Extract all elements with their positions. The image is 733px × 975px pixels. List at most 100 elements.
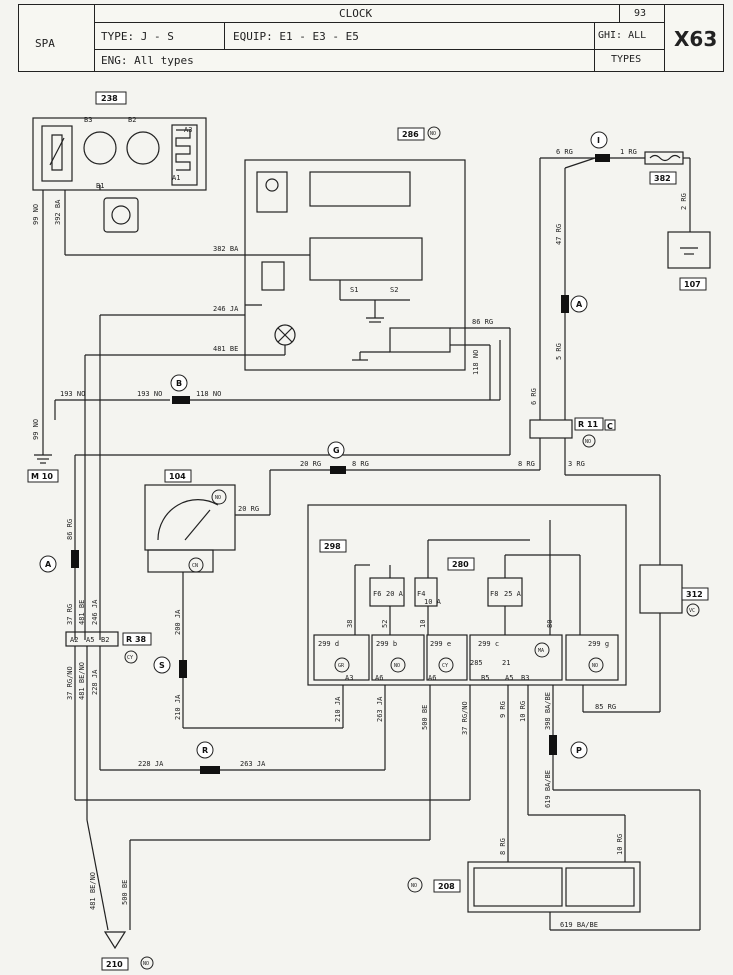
node-10: 10 xyxy=(419,620,427,628)
header-page: 93 xyxy=(634,8,647,19)
fuse-f4: F4 xyxy=(417,590,425,598)
wire-99no-top: 99 NO xyxy=(32,204,40,225)
wire-3rg: 3 RG xyxy=(568,460,585,468)
marker-a-right: A xyxy=(576,300,583,309)
connector-299b: 299 b xyxy=(376,640,397,648)
node-38: 38 xyxy=(346,620,354,628)
wire-37rgno-right: 37 RG/NO xyxy=(461,701,469,735)
wire-246ja: 246 JA xyxy=(213,305,239,313)
pin-b3: B3 xyxy=(84,116,92,124)
label-r38: R 38 xyxy=(126,635,147,644)
header-types: TYPES xyxy=(611,54,642,65)
wire-263ja: 263 JA xyxy=(376,696,384,722)
badge-vc: VC xyxy=(689,608,695,614)
fuse-f6: F6 xyxy=(373,590,381,598)
pin-b1: B1 xyxy=(96,182,104,190)
fuse-f8-value: 25 A xyxy=(504,590,522,598)
wire-8rg-relay: 8 RG xyxy=(518,460,535,468)
wire-392ba: 392 BA xyxy=(54,199,62,225)
title-block: SPA CLOCK 93 TYPE: J - S EQUIP: E1 - E3 … xyxy=(18,4,724,72)
marker-s: S xyxy=(159,661,165,670)
header-code: X63 xyxy=(674,27,718,51)
label-280: 280 xyxy=(452,560,469,569)
marker-r: R xyxy=(202,746,208,755)
wire-481beno-bottom: 481 BE/NO xyxy=(89,872,97,910)
node-80: 80 xyxy=(546,620,554,628)
wire-10rg: 10 RG xyxy=(519,701,527,722)
badge-gr: GR xyxy=(338,663,345,669)
connector-299e: 299 e xyxy=(430,640,451,648)
wire-210ja: 210 JA xyxy=(174,694,182,720)
wire-500be: 500 BE xyxy=(421,705,429,730)
switch-s1: S1 xyxy=(350,286,358,294)
wire-210ja-right: 210 JA xyxy=(334,696,342,722)
badge-no-299g: NO xyxy=(592,663,598,669)
wire-246ja-left: 246 JA xyxy=(91,599,99,625)
header-eng: ENG: All types xyxy=(101,54,194,67)
wire-9rg: 9 RG xyxy=(499,701,507,718)
badge-no-210: NO xyxy=(143,961,149,967)
pin-b2-r38: B2 xyxy=(101,636,109,644)
pin-a2: A2 xyxy=(70,636,78,644)
wire-1rg: 1 RG xyxy=(620,148,637,156)
header-equip: EQUIP: E1 - E3 - E5 xyxy=(233,30,359,43)
wire-37rgno: 37 RG/NO xyxy=(66,666,74,700)
wire-481be-left: 481 BE xyxy=(78,600,86,625)
wire-47rg: 47 RG xyxy=(555,224,563,245)
wire-118no: 118 NO xyxy=(196,390,221,398)
wire-382ba: 382 BA xyxy=(213,245,239,253)
wire-398: 398 BA/BE xyxy=(544,692,552,730)
fuse-f6-value: 20 A xyxy=(386,590,404,598)
badge-cy-299e: CY xyxy=(442,663,448,669)
clock-module-286-box xyxy=(244,159,466,371)
label-238: 238 xyxy=(101,94,118,103)
wire-20rg: 20 RG xyxy=(300,460,321,468)
label-107: 107 xyxy=(684,280,701,289)
wire-619-bottom: 619 BA/BE xyxy=(560,921,598,929)
gauge-104-box xyxy=(144,484,236,551)
switch-s2: S2 xyxy=(390,286,398,294)
marker-a-left: A xyxy=(45,560,52,569)
badge-no-286: NO xyxy=(430,131,436,137)
label-210: 210 xyxy=(106,960,123,969)
wire-619: 619 BA/BE xyxy=(544,770,552,808)
wire-193no-left: 193 NO xyxy=(60,390,85,398)
wire-481beno: 481 BE/NO xyxy=(78,662,86,700)
connector-299g: 299 g xyxy=(588,640,609,648)
marker-i: I xyxy=(597,136,600,145)
wire-20rg-gauge: 20 RG xyxy=(238,505,259,513)
wire-481be: 481 BE xyxy=(213,345,238,353)
pin-a3: A3 xyxy=(345,674,353,682)
wire-6rg-lower: 6 RG xyxy=(530,388,538,405)
connector-299c: 299 c xyxy=(478,640,499,648)
fuse-f8: F8 xyxy=(490,590,498,598)
pin-a5-r38: A5 xyxy=(86,636,94,644)
marker-c: C xyxy=(607,422,613,431)
wire-118no-vertical: 118 NO xyxy=(472,350,480,375)
wire-2rg: 2 RG xyxy=(680,193,688,210)
header-type: TYPE: J - S xyxy=(101,30,174,43)
component-238-box xyxy=(32,117,207,191)
wire-263ja-bottom: 263 JA xyxy=(240,760,266,768)
component-208-box xyxy=(467,861,641,913)
wire-5rg: 5 RG xyxy=(555,343,563,360)
pin-a6b: A6 xyxy=(428,674,436,682)
wire-99no-bottom: 99 NO xyxy=(32,419,40,440)
label-312: 312 xyxy=(686,590,703,599)
wire-500be-bottom: 500 BE xyxy=(121,880,129,905)
node-21: 21 xyxy=(502,659,510,667)
wire-37rg: 37 RG xyxy=(66,604,74,625)
wire-8rg: 8 RG xyxy=(352,460,369,468)
pin-a3-238: A3 xyxy=(184,126,192,134)
wire-85rg: 85 RG xyxy=(595,703,616,711)
pin-b3-299c: B3 xyxy=(521,674,529,682)
connector-299d: 299 d xyxy=(318,640,339,648)
pin-a6: A6 xyxy=(375,674,383,682)
pin-a1-238: A1 xyxy=(172,174,180,182)
badge-cn-104: CN xyxy=(192,563,198,569)
wire-8rg-208: 8 RG xyxy=(499,838,507,855)
wire-86rg: 86 RG xyxy=(472,318,493,326)
wire-10rg-208: 10 RG xyxy=(616,834,624,855)
wire-228ja-bottom: 228 JA xyxy=(138,760,164,768)
badge-no-208: NO xyxy=(411,883,417,889)
